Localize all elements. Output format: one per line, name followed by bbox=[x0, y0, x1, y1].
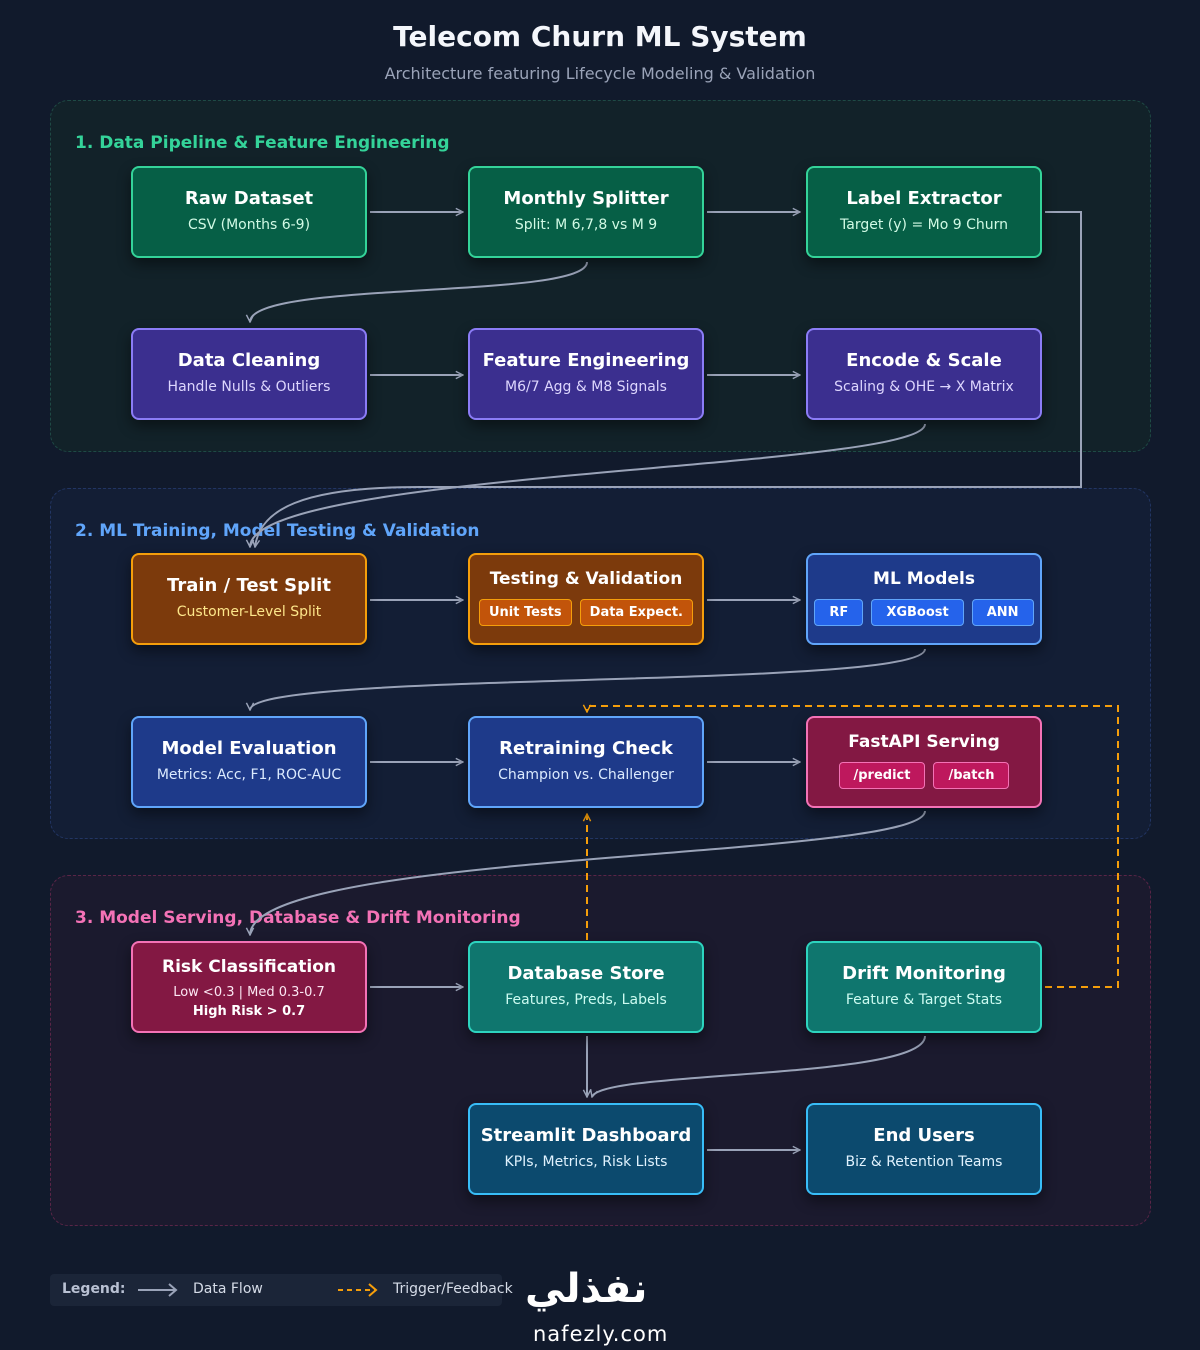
node-monthly-splitter: Monthly Splitter Split: M 6,7,8 vs M 9 bbox=[468, 166, 704, 258]
node-title: End Users bbox=[873, 1125, 975, 1146]
edge-encode-to-split bbox=[250, 423, 926, 547]
node-encode-scale: Encode & Scale Scaling & OHE → X Matrix bbox=[806, 328, 1042, 420]
section-label-ml-training: 2. ML Training, Model Testing & Validati… bbox=[75, 521, 480, 541]
watermark-logo-latin: nafezly.com bbox=[533, 1322, 669, 1346]
trigger-drift-to-retraining bbox=[587, 706, 1119, 988]
page-subtitle: Architecture featuring Lifecycle Modelin… bbox=[384, 64, 816, 83]
node-subtitle: Handle Nulls & Outliers bbox=[167, 379, 331, 395]
legend-data-flow-arrow-icon bbox=[138, 1283, 178, 1297]
chip-unit-tests: Unit Tests bbox=[479, 599, 572, 626]
node-title: Monthly Splitter bbox=[503, 188, 669, 209]
edge-models-to-evaluation bbox=[250, 648, 926, 710]
legend-trigger-arrow-icon bbox=[338, 1283, 378, 1297]
node-data-cleaning: Data Cleaning Handle Nulls & Outliers bbox=[131, 328, 367, 420]
node-title: Database Store bbox=[507, 963, 665, 984]
node-title: ML Models bbox=[873, 569, 975, 589]
node-title: Risk Classification bbox=[162, 957, 336, 977]
node-title: FastAPI Serving bbox=[848, 732, 1000, 752]
node-model-evaluation: Model Evaluation Metrics: Acc, F1, ROC-A… bbox=[131, 716, 367, 808]
section-label-data-pipeline: 1. Data Pipeline & Feature Engineering bbox=[75, 133, 450, 153]
node-title: Drift Monitoring bbox=[842, 963, 1006, 984]
node-subtitle: Target (y) = Mo 9 Churn bbox=[840, 217, 1008, 233]
node-title: Streamlit Dashboard bbox=[480, 1125, 692, 1146]
node-title: Testing & Validation bbox=[489, 569, 683, 589]
risk-high: High Risk > 0.7 bbox=[192, 1004, 306, 1019]
node-title: Retraining Check bbox=[499, 738, 673, 759]
node-train-test-split: Train / Test Split Customer-Level Split bbox=[131, 553, 367, 645]
node-title: Label Extractor bbox=[846, 188, 1002, 209]
node-ml-models: ML Models RF XGBoost ANN bbox=[806, 553, 1042, 645]
section-label-model-serving: 3. Model Serving, Database & Drift Monit… bbox=[75, 908, 521, 928]
node-end-users: End Users Biz & Retention Teams bbox=[806, 1103, 1042, 1195]
node-subtitle: Metrics: Acc, F1, ROC-AUC bbox=[156, 767, 342, 783]
page-title: Telecom Churn ML System bbox=[393, 20, 807, 53]
chip-ann: ANN bbox=[971, 599, 1034, 626]
node-title: Feature Engineering bbox=[482, 350, 690, 371]
node-title: Train / Test Split bbox=[167, 575, 331, 596]
legend-trigger-label: Trigger/Feedback bbox=[393, 1281, 513, 1297]
node-subtitle: Scaling & OHE → X Matrix bbox=[834, 379, 1014, 395]
node-title: Raw Dataset bbox=[184, 188, 314, 209]
edge-label-to-split bbox=[255, 211, 1082, 547]
node-feature-engineering: Feature Engineering M6/7 Agg & M8 Signal… bbox=[468, 328, 704, 420]
chip-data-expect: Data Expect. bbox=[579, 599, 693, 626]
edge-splitter-to-cleaning bbox=[250, 261, 588, 322]
node-subtitle: M6/7 Agg & M8 Signals bbox=[505, 379, 667, 395]
legend: Legend: Data Flow Trigger/Feedback bbox=[50, 1274, 513, 1306]
node-streamlit-dashboard: Streamlit Dashboard KPIs, Metrics, Risk … bbox=[468, 1103, 704, 1195]
node-title: Data Cleaning bbox=[177, 350, 321, 371]
node-subtitle: Features, Preds, Labels bbox=[505, 992, 667, 1008]
node-label-extractor: Label Extractor Target (y) = Mo 9 Churn bbox=[806, 166, 1042, 258]
node-database-store: Database Store Features, Preds, Labels bbox=[468, 941, 704, 1033]
risk-thresholds: Low <0.3 | Med 0.3-0.7 bbox=[173, 985, 325, 1000]
chip-predict: /predict bbox=[838, 762, 926, 789]
node-subtitle: Champion vs. Challenger bbox=[498, 767, 674, 783]
node-subtitle: CSV (Months 6-9) bbox=[187, 217, 311, 233]
node-subtitle: KPIs, Metrics, Risk Lists bbox=[504, 1154, 668, 1170]
legend-title: Legend: bbox=[62, 1281, 126, 1297]
legend-data-flow-label: Data Flow bbox=[193, 1281, 263, 1297]
node-drift-monitoring: Drift Monitoring Feature & Target Stats bbox=[806, 941, 1042, 1033]
chip-rf: RF bbox=[814, 599, 864, 626]
node-raw-dataset: Raw Dataset CSV (Months 6-9) bbox=[131, 166, 367, 258]
node-title: Encode & Scale bbox=[846, 350, 1002, 371]
node-risk-classification: Risk Classification Low <0.3 | Med 0.3-0… bbox=[131, 941, 367, 1033]
node-retraining-check: Retraining Check Champion vs. Challenger bbox=[468, 716, 704, 808]
node-subtitle: Biz & Retention Teams bbox=[845, 1154, 1003, 1170]
chip-xgboost: XGBoost bbox=[871, 599, 964, 626]
node-title: Model Evaluation bbox=[161, 738, 337, 759]
node-fastapi-serving: FastAPI Serving /predict /batch bbox=[806, 716, 1042, 808]
node-testing-validation: Testing & Validation Unit Tests Data Exp… bbox=[468, 553, 704, 645]
node-subtitle: Feature & Target Stats bbox=[845, 992, 1003, 1008]
edge-fastapi-to-risk bbox=[250, 810, 926, 935]
node-subtitle: Split: M 6,7,8 vs M 9 bbox=[514, 217, 658, 233]
chip-batch: /batch bbox=[933, 762, 1010, 789]
edge-drift-to-dashboard bbox=[592, 1035, 926, 1097]
node-subtitle: Customer-Level Split bbox=[176, 604, 322, 620]
watermark-logo-arabic: نفذلي bbox=[525, 1266, 648, 1312]
